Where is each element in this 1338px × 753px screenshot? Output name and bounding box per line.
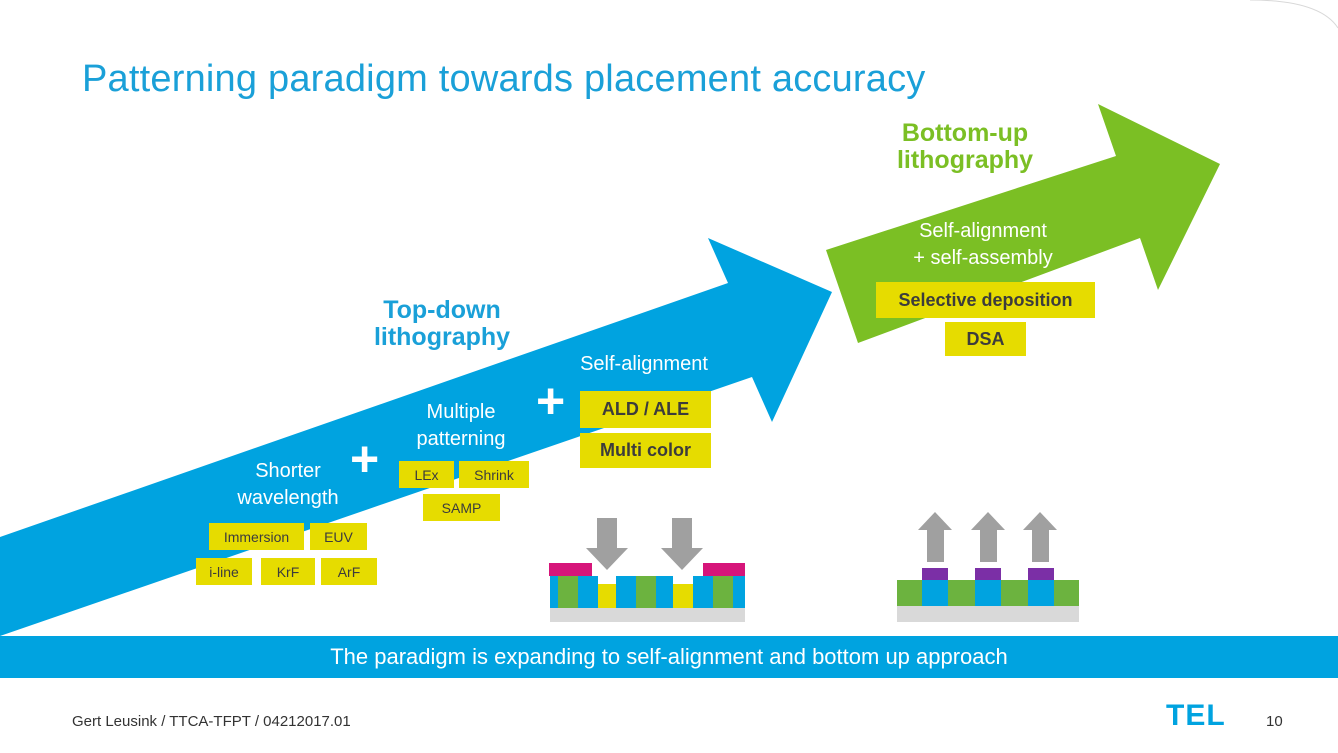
tag-lex: LEx bbox=[399, 461, 454, 488]
top-down-heading-line2: lithography bbox=[373, 323, 511, 351]
top-down-stack-illustration bbox=[549, 518, 745, 622]
up-arrow-icon bbox=[1023, 512, 1057, 562]
bottom-up-label-line2: + self-assembly bbox=[913, 247, 1053, 269]
plus-icon: + bbox=[536, 373, 566, 429]
corner-decoration bbox=[1249, 0, 1338, 29]
multiple-patterning-line1: Multiple bbox=[426, 401, 496, 423]
shorter-wavelength-label: Shorter wavelength bbox=[218, 458, 358, 512]
tag-multi-color: Multi color bbox=[580, 433, 711, 468]
tag-euv: EUV bbox=[310, 523, 367, 550]
bottom-up-label-line1: Self-alignment bbox=[919, 220, 1047, 242]
footer-text: Gert Leusink / TTCA-TFPT / 04212017.01 bbox=[72, 713, 351, 730]
bottom-up-heading-line2: lithography bbox=[896, 146, 1034, 174]
bottom-up-heading-line1: Bottom-up bbox=[901, 119, 1029, 147]
tel-logo: TEL bbox=[1166, 699, 1226, 732]
tag-samp: SAMP bbox=[423, 494, 500, 521]
tag-shrink: Shrink bbox=[459, 461, 529, 488]
down-arrow-icon bbox=[661, 518, 703, 570]
top-down-heading: Top-down lithography bbox=[357, 297, 527, 351]
multiple-patterning-line2: patterning bbox=[416, 428, 506, 450]
page-number: 10 bbox=[1266, 713, 1283, 730]
tag-krf: KrF bbox=[261, 558, 315, 585]
up-arrow-icon bbox=[918, 512, 952, 562]
summary-banner: The paradigm is expanding to self-alignm… bbox=[0, 636, 1338, 678]
tag-arf: ArF bbox=[321, 558, 377, 585]
top-down-arrow bbox=[0, 238, 832, 636]
bottom-up-label: Self-alignment + self-assembly bbox=[893, 218, 1073, 272]
shorter-wavelength-line1: Shorter bbox=[255, 460, 321, 482]
tag-i-line: i-line bbox=[196, 558, 252, 585]
up-arrow-icon bbox=[971, 512, 1005, 562]
shorter-wavelength-line2: wavelength bbox=[237, 487, 339, 509]
self-alignment-label: Self-alignment bbox=[580, 353, 708, 375]
multiple-patterning-label: Multiple patterning bbox=[406, 399, 516, 453]
bottom-up-heading: Bottom-up lithography bbox=[880, 120, 1050, 174]
tag-selective-deposition: Selective deposition bbox=[876, 282, 1095, 318]
down-arrow-icon bbox=[586, 518, 628, 570]
tag-dsa: DSA bbox=[945, 322, 1026, 356]
tag-ald-ale: ALD / ALE bbox=[580, 391, 711, 428]
summary-banner-text: The paradigm is expanding to self-alignm… bbox=[330, 644, 1008, 669]
tag-immersion: Immersion bbox=[209, 523, 304, 550]
bottom-up-stack-illustration bbox=[897, 512, 1079, 622]
slide-title: Patterning paradigm towards placement ac… bbox=[82, 58, 926, 100]
plus-icon: + bbox=[350, 431, 380, 487]
top-down-heading-line1: Top-down bbox=[383, 296, 501, 324]
